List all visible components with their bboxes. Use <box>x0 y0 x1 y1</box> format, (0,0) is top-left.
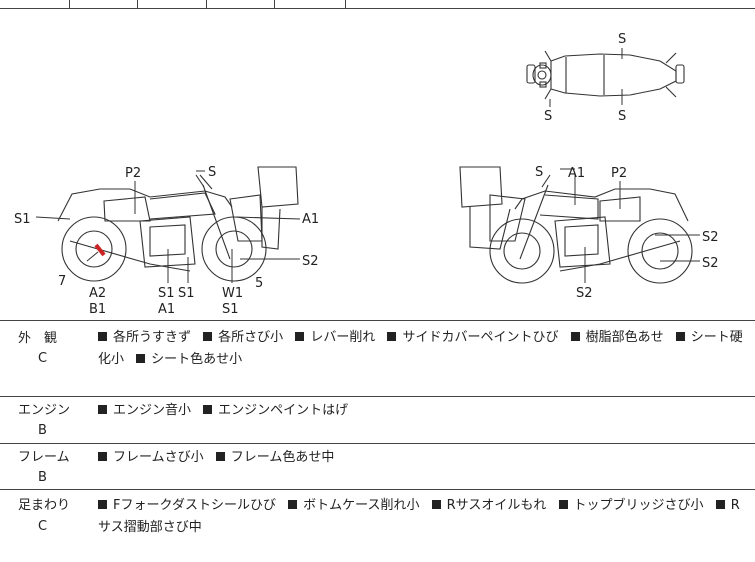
section-row-suspension: 足まわり C Fフォークダストシールひび ボトムケース削れ小 Rサスオイルもれ … <box>0 489 755 562</box>
label-left-s1: S1 <box>14 212 31 227</box>
label-left-s1c: S1 <box>222 302 239 317</box>
label-top-s3: S <box>618 109 626 124</box>
item: レバー削れ <box>310 330 376 345</box>
section-grade: C <box>38 351 48 366</box>
item: エンジン音小 <box>113 403 192 418</box>
section-name: エンジン <box>18 403 71 418</box>
label-left-7: 7 <box>58 274 66 289</box>
previous-table-edge <box>0 0 755 9</box>
item: エンジンペイントはげ <box>218 403 349 418</box>
item: Rサスオイルもれ <box>446 498 547 513</box>
damage-diagram: S S S S P2 S1 A1 S2 7 A2 B1 S1 S1 A1 W1 … <box>0 9 755 320</box>
label-left-s1b: S1 <box>178 286 195 301</box>
section-grade: B <box>38 470 47 485</box>
section-name: 足まわり <box>18 498 71 513</box>
section-grade: C <box>38 519 48 534</box>
section-items: エンジン音小 エンジンペイントはげ <box>98 400 748 422</box>
label-left-s1a: S1 <box>158 286 175 301</box>
item: サイドカバーペイントひび <box>402 330 559 345</box>
section-row-exterior: 外 観 C 各所うすきず 各所さび小 レバー削れ サイドカバーペイントひび 樹脂… <box>0 320 755 397</box>
section-items: フレームさび小 フレーム色あせ中 <box>98 447 748 469</box>
label-right-s2b: S2 <box>702 256 719 271</box>
item: ボトムケース削れ小 <box>303 498 420 513</box>
section-items: 各所うすきず 各所さび小 レバー削れ サイドカバーペイントひび 樹脂部色あせ シ… <box>98 327 748 371</box>
label-left-s: S <box>208 165 216 180</box>
section-items: Fフォークダストシールひび ボトムケース削れ小 Rサスオイルもれ トップブリッジ… <box>98 495 748 539</box>
section-row-engine: エンジン B エンジン音小 エンジンペイントはげ <box>0 396 755 444</box>
section-row-frame: フレーム B フレームさび小 フレーム色あせ中 <box>0 443 755 490</box>
label-right-s: S <box>535 165 543 180</box>
label-right-a1: A1 <box>568 166 585 181</box>
leader-lines <box>35 168 700 283</box>
label-left-a1: A1 <box>302 212 319 227</box>
item: フレームさび小 <box>113 450 204 465</box>
item: 各所さび小 <box>218 330 284 345</box>
label-right-s2a: S2 <box>702 230 719 245</box>
label-left-b1: B1 <box>89 302 106 317</box>
item: トップブリッジさび小 <box>573 498 704 513</box>
item: 樹脂部色あせ <box>585 330 664 345</box>
label-top-s1: S <box>618 32 626 47</box>
label-top-s2: S <box>544 109 552 124</box>
item: シート色あせ小 <box>151 352 243 367</box>
label-right-p2: P2 <box>611 166 627 181</box>
top-view-motorcycle-icon <box>526 48 685 107</box>
label-left-a2: A2 <box>89 286 106 301</box>
item: シート硬化小 <box>98 330 743 367</box>
label-left-5: 5 <box>255 276 263 291</box>
right-side-motorcycle-icon <box>459 166 693 284</box>
label-left-a1b: A1 <box>158 302 175 317</box>
section-grade: B <box>38 423 47 438</box>
label-left-p2: P2 <box>125 166 141 181</box>
section-name: 外 観 <box>18 331 58 346</box>
label-left-s2: S2 <box>302 254 319 269</box>
item: Rサス摺動部さび中 <box>98 498 740 535</box>
label-left-w1: W1 <box>222 286 243 301</box>
item: Fフォークダストシールひび <box>113 498 276 513</box>
item: 各所うすきず <box>113 330 192 345</box>
left-side-motorcycle-icon <box>57 166 299 282</box>
section-name: フレーム <box>18 450 70 465</box>
item: フレーム色あせ中 <box>230 450 335 465</box>
label-right-s2c: S2 <box>576 286 593 301</box>
